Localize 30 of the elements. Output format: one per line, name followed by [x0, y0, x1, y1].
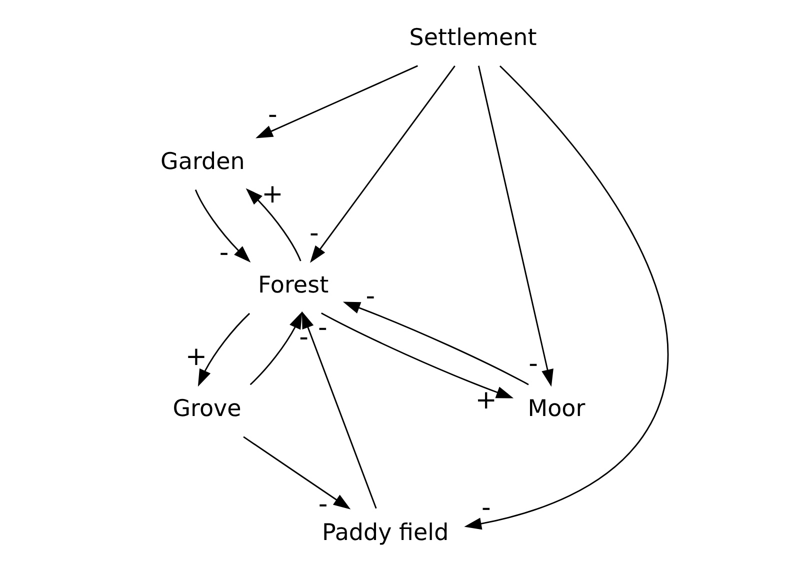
arrow	[249, 311, 302, 386]
edge-label: -	[308, 218, 318, 249]
node-text: Garden	[160, 148, 244, 175]
edge-label: -	[365, 282, 375, 312]
arrow	[245, 188, 301, 262]
edge-label: -	[317, 312, 327, 343]
node-text: Grove	[172, 396, 241, 422]
node-text: Settlement	[408, 25, 536, 52]
arrow	[301, 311, 376, 509]
arrow	[194, 190, 250, 262]
edge-label: +	[474, 385, 496, 416]
edge-label: -	[528, 348, 538, 379]
arrow	[310, 65, 455, 263]
arrow	[197, 312, 250, 387]
arrow	[242, 436, 350, 510]
edge-label: -	[318, 490, 328, 520]
arrow	[320, 312, 514, 398]
edge-label: -	[480, 493, 490, 524]
arrow	[477, 66, 553, 387]
arrow	[255, 65, 418, 138]
edge-label: +	[261, 180, 283, 210]
node-text: Forest	[258, 272, 328, 298]
edge-label: -	[218, 238, 228, 268]
arrow	[464, 65, 668, 530]
node-text: Paddy field	[321, 520, 448, 546]
edge-label: -	[268, 100, 277, 130]
edge-label: -	[298, 322, 308, 353]
arrow	[342, 302, 528, 386]
node-text: Moor	[527, 396, 585, 422]
edge-label: +	[184, 342, 207, 372]
